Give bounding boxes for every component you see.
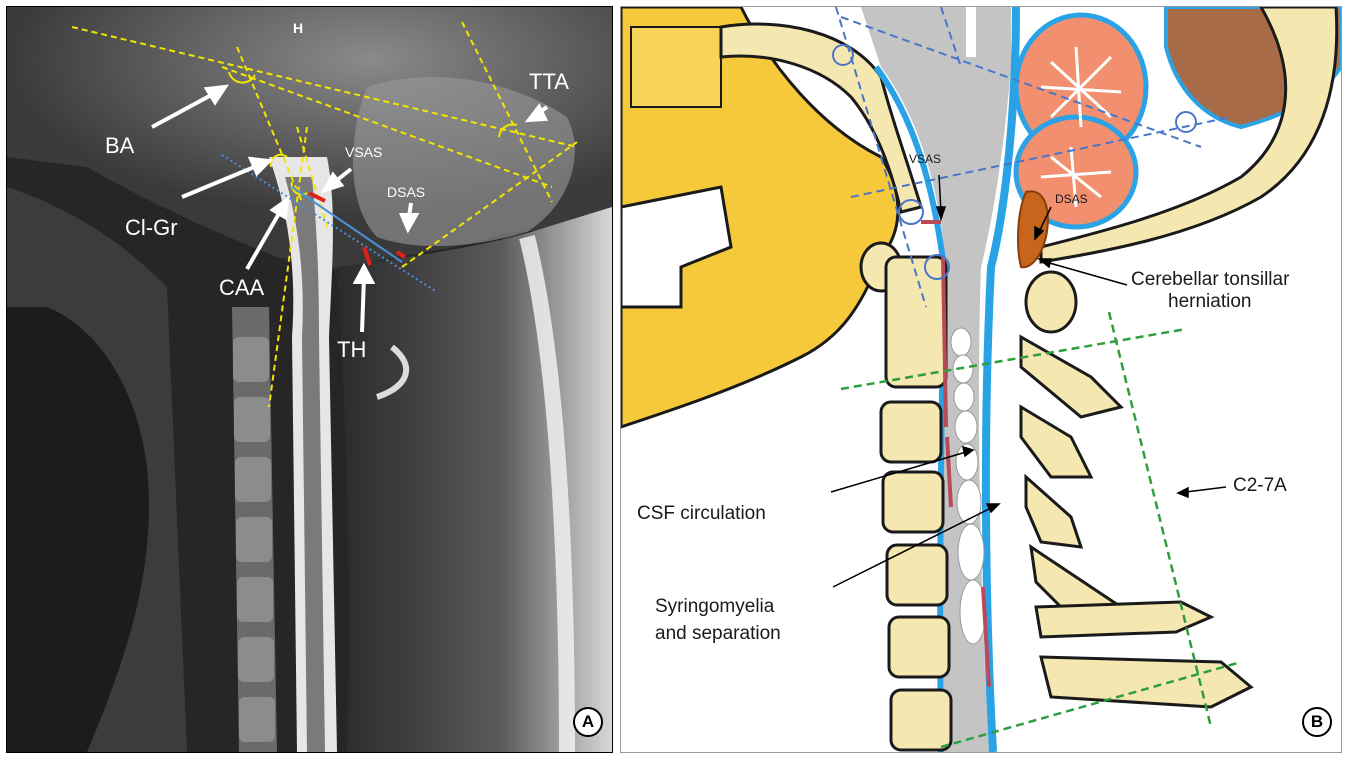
panel-b-badge: B bbox=[1302, 707, 1332, 737]
label-syrinx-1: Syringomyelia bbox=[655, 596, 775, 617]
label-herniation-2: herniation bbox=[1168, 291, 1251, 312]
label-vsas-b: VSAS bbox=[909, 152, 941, 166]
vertebrae bbox=[861, 243, 1251, 750]
label-syrinx-2: and separation bbox=[655, 623, 781, 644]
scan-marker: H bbox=[293, 20, 303, 36]
label-herniation-1: Cerebellar tonsillar bbox=[1131, 269, 1290, 290]
illustration-panel: VSAS DSAS Cerebellar tonsillar herniatio… bbox=[620, 6, 1342, 753]
label-csf: CSF circulation bbox=[637, 503, 766, 524]
mri-image: H BA TTA VSAS DSAS Cl-Gr CAA TH bbox=[7, 7, 612, 752]
label-vsas: VSAS bbox=[345, 144, 382, 160]
label-tta: TTA bbox=[529, 69, 569, 94]
label-dsas: DSAS bbox=[387, 184, 425, 200]
panel-a-badge: A bbox=[573, 707, 603, 737]
label-clgr: Cl-Gr bbox=[125, 215, 178, 240]
label-th: TH bbox=[337, 337, 366, 362]
label-c27a: C2-7A bbox=[1233, 475, 1287, 496]
illustration-image: VSAS DSAS Cerebellar tonsillar herniatio… bbox=[621, 7, 1341, 752]
mri-panel: H BA TTA VSAS DSAS Cl-Gr CAA TH A bbox=[6, 6, 613, 753]
label-ba: BA bbox=[105, 133, 135, 158]
label-dsas-b: DSAS bbox=[1055, 192, 1088, 206]
label-caa: CAA bbox=[219, 275, 265, 300]
